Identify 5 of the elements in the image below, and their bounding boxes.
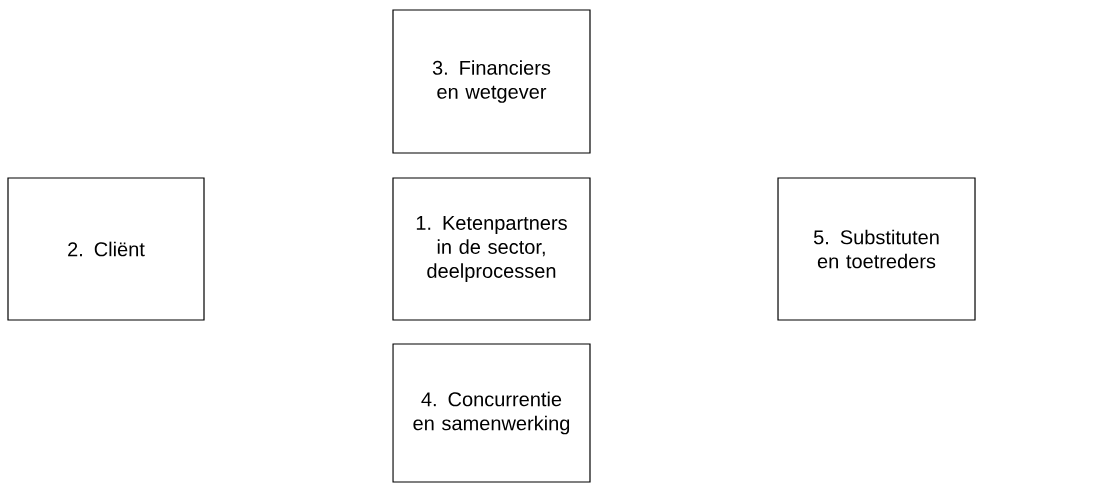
text-box: 1. Ketenpartners in de sector, deelprocessen (392, 177, 591, 321)
text-box: 4. Concurrentie en samenwerking (392, 343, 591, 483)
text-box: 3. Financiers en wetgever (392, 9, 591, 154)
text-box: 2. Cliënt (7, 177, 205, 321)
text-box: 5. Substituten en toetreders (777, 177, 976, 321)
